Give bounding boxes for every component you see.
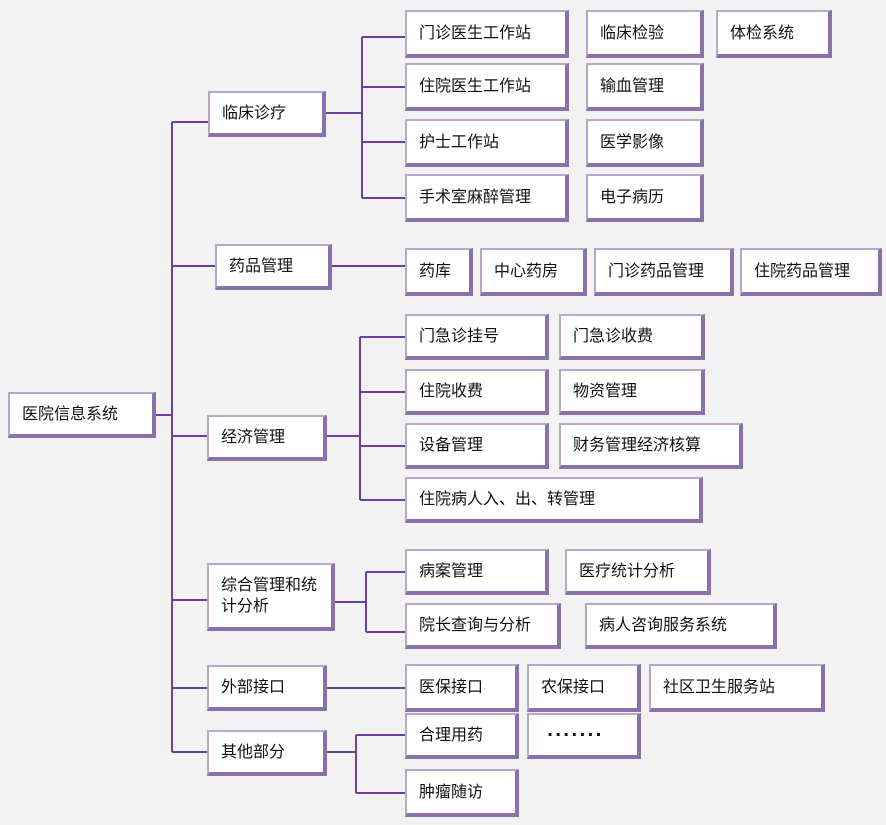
node-medical-insurance-interface: 医保接口 (405, 664, 519, 712)
node-emergency-billing: 门急诊收费 (559, 314, 705, 360)
node-clinical-lab: 临床检验 (586, 10, 704, 58)
node-ellipsis: ······· (527, 713, 641, 759)
node-outpatient-doctor-station: 门诊医生工作站 (405, 10, 569, 58)
node-inpatient-billing: 住院收费 (405, 369, 549, 415)
category-pharmacy: 药品管理 (215, 244, 332, 290)
node-outpatient-drug-management: 门诊药品管理 (594, 248, 734, 296)
connector-economy (325, 336, 405, 501)
node-equipment-management: 设备管理 (405, 423, 549, 469)
node-admission-discharge-transfer: 住院病人入、出、转管理 (405, 477, 703, 523)
node-electronic-records: 电子病历 (586, 174, 704, 222)
node-blood-transfusion: 输血管理 (586, 63, 704, 111)
node-physical-exam-system: 体检系统 (716, 10, 832, 58)
node-patient-consultation: 病人咨询服务系统 (585, 603, 777, 649)
node-nurse-station: 护士工作站 (405, 119, 569, 167)
node-rural-insurance-interface: 农保接口 (527, 664, 641, 712)
node-emergency-registration: 门急诊挂号 (405, 314, 549, 360)
connector-clinical (324, 36, 405, 199)
node-inpatient-drug-management: 住院药品管理 (740, 248, 882, 296)
category-interfaces: 外部接口 (207, 665, 327, 711)
category-other: 其他部分 (207, 730, 327, 776)
connector-other (325, 734, 405, 794)
node-anesthesia-management: 手术室麻醉管理 (405, 174, 569, 222)
node-medical-records: 病案管理 (405, 549, 549, 595)
category-clinical: 临床诊疗 (208, 91, 326, 137)
node-director-query-analysis: 院长查询与分析 (405, 603, 561, 649)
node-materials-management: 物资管理 (559, 369, 705, 415)
root-node: 医院信息系统 (8, 392, 156, 438)
category-statistics: 综合管理和统计分析 (207, 563, 335, 631)
node-community-health-station: 社区卫生服务站 (649, 664, 825, 712)
node-medical-imaging: 医学影像 (586, 119, 704, 167)
node-drug-storage: 药库 (405, 248, 473, 296)
node-inpatient-doctor-station: 住院医生工作站 (405, 63, 569, 111)
node-finance-accounting: 财务管理经济核算 (559, 423, 743, 469)
node-rational-drug-use: 合理用药 (405, 713, 519, 759)
node-tumor-followup: 肿瘤随访 (405, 769, 519, 817)
category-economy: 经济管理 (207, 415, 327, 461)
node-medical-statistics: 医疗统计分析 (565, 549, 711, 595)
connector-statistics (333, 571, 405, 633)
node-central-pharmacy: 中心药房 (480, 248, 587, 296)
